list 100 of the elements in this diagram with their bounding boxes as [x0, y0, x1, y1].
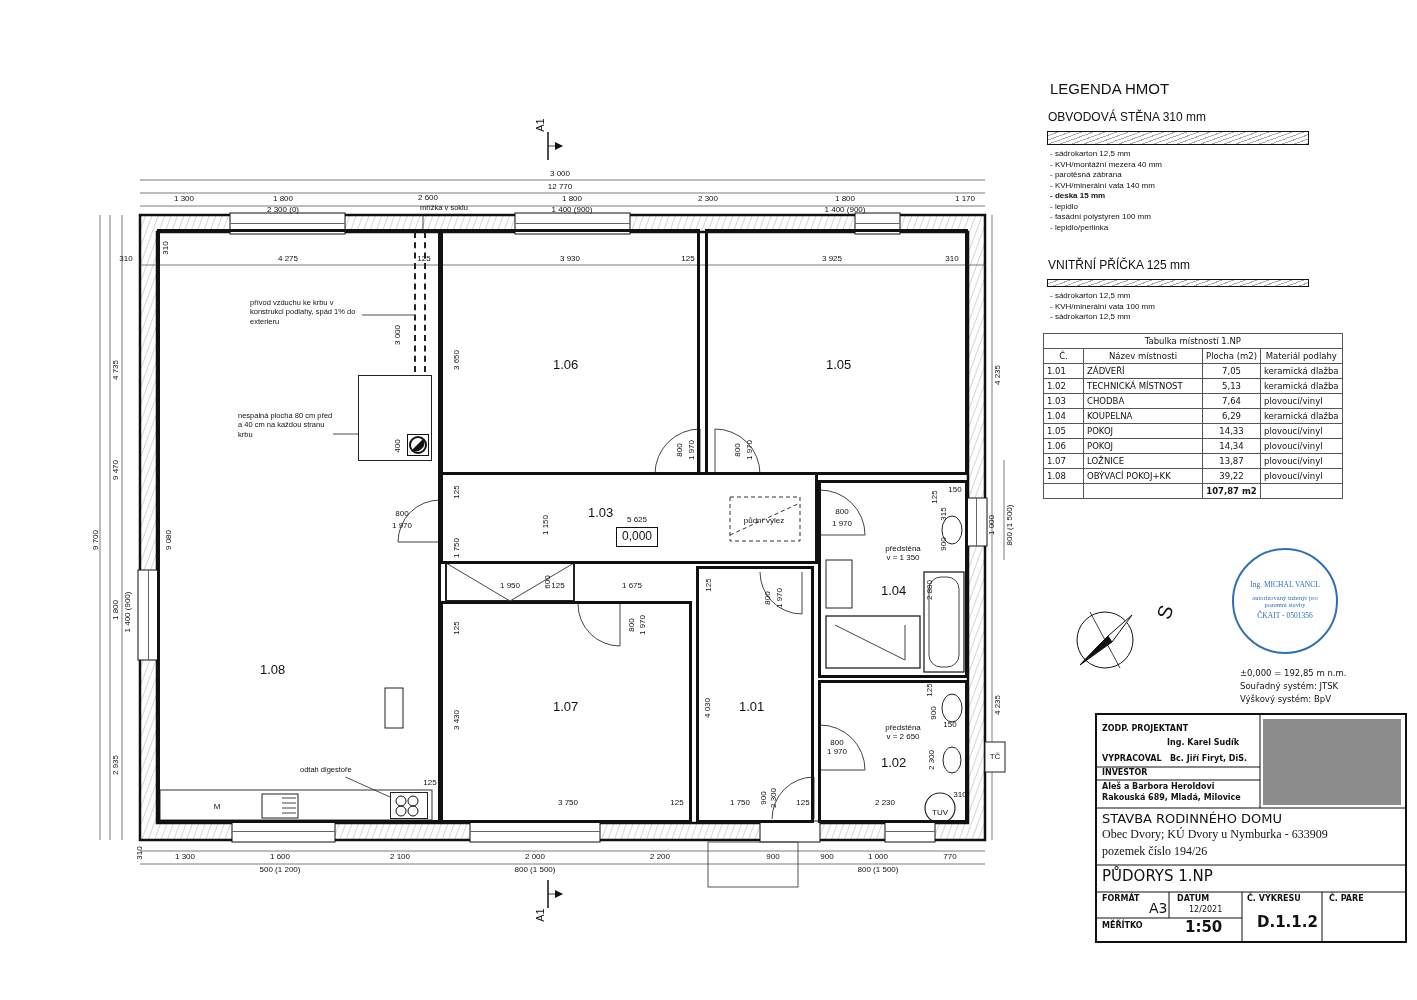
section-label: A1: [534, 908, 546, 922]
elevation-note: Výškový systém: BpV: [1240, 694, 1331, 704]
dimension-text: 310: [945, 255, 959, 263]
legend-label: OBVODOVÁ STĚNA 310 mm: [1048, 110, 1207, 124]
room-number: 1.04: [881, 583, 907, 598]
table-cell: 39,22: [1202, 468, 1261, 484]
dimension-text: 1 600: [270, 853, 290, 861]
table-cell: 1.02: [1043, 378, 1084, 394]
field-value: Rakouská 689, Mladá, Milovice: [1102, 794, 1241, 803]
hearth-area-outline: [358, 375, 432, 461]
dimension-text: 1 970: [639, 615, 647, 635]
dimension-text: 125: [931, 490, 939, 504]
table-cell: 107,87 m2: [1202, 483, 1261, 499]
field-value: Ing. Karel Sudík: [1167, 739, 1239, 748]
material-layer-text: - deska 15 mm: [1050, 191, 1106, 200]
dimension-text: 125: [453, 485, 461, 499]
room-outline: [696, 566, 814, 823]
room-number: 1.06: [553, 357, 579, 372]
dimension-text: 1 000: [988, 515, 996, 535]
leader-line: [332, 433, 359, 435]
table-cell: Č.: [1043, 348, 1084, 364]
room-outline: [440, 472, 818, 564]
dimension-text: 800: [734, 443, 742, 457]
wall-note: předstěna: [885, 545, 921, 553]
table-cell: ZÁDVEŘÍ: [1083, 363, 1203, 379]
dimension-text: 1 400 (900): [824, 206, 866, 214]
dimension-text: 1 170: [955, 195, 975, 203]
dimension-text: 125: [551, 582, 565, 590]
table-cell: 1.04: [1043, 408, 1084, 424]
table-cell: keramická dlažba: [1260, 378, 1343, 394]
dimension-text: 4 235: [994, 365, 1002, 385]
dimension-text: 1 675: [622, 582, 642, 590]
dimension-text: 800: [764, 591, 772, 605]
room-number: 1.07: [553, 699, 579, 714]
table-cell: 7,05: [1202, 363, 1261, 379]
room-number: 1.01: [739, 699, 765, 714]
wall-note: v = 2 650: [886, 733, 920, 741]
dimension-text: 2 935: [112, 755, 120, 775]
dimension-text: 3 750: [558, 799, 578, 807]
elevation-note: ±0,000 = 192,85 m n.m.: [1240, 668, 1347, 678]
leader-line: [361, 314, 415, 316]
table-cell: POKOJ: [1083, 423, 1203, 439]
dimension-text: 310: [136, 846, 144, 860]
dimension-text: 1 970: [392, 522, 412, 530]
dimension-text: 1 970: [776, 588, 784, 608]
appliance-label: M: [213, 803, 221, 811]
dimension-text: 900: [766, 853, 780, 861]
legend-heading: LEGENDA HMOT: [1050, 80, 1170, 97]
room-outline: [440, 601, 692, 823]
dimension-text: 150: [948, 486, 962, 494]
table-cell: 7,64: [1202, 393, 1261, 409]
table-cell: 1.05: [1043, 423, 1084, 439]
room-number: 1.08: [260, 662, 286, 677]
table-cell: 1.06: [1043, 438, 1084, 454]
field-value: 1:50: [1185, 919, 1223, 936]
dimension-text: 1 800: [112, 600, 120, 620]
leader-line: [422, 213, 424, 233]
dimension-text: 1 000: [868, 853, 888, 861]
dimension-text: 1 400 (900): [551, 206, 593, 214]
drawing-title: PŮDORYS 1.NP: [1102, 868, 1213, 885]
dimension-text: 1 970: [688, 440, 696, 460]
table-cell: plovoucí/vinyl: [1260, 423, 1343, 439]
dimension-text: 800 (1 500): [514, 866, 556, 874]
elevation-tag: 0,000: [616, 527, 658, 547]
dimension-text: 2 100: [390, 853, 410, 861]
material-layer-text: - KVH/montážní mezera 40 mm: [1050, 159, 1163, 169]
dimension-text: 2 200: [650, 853, 670, 861]
project-title: STAVBA RODINNÉHO DOMU: [1102, 812, 1282, 827]
dimension-text: 3 925: [822, 255, 842, 263]
dimension-text: 4 275: [278, 255, 298, 263]
material-layer-text: - sádrokarton 12,5 mm: [1050, 312, 1131, 321]
material-layer-text: - parotěsná zábrana: [1050, 170, 1122, 179]
wall-note: předstěna: [885, 724, 921, 732]
wall-note: v = 1 350: [886, 554, 920, 562]
table-cell: keramická dlažba: [1260, 363, 1343, 379]
dimension-text: 125: [417, 255, 431, 263]
dimension-text: 800: [830, 739, 844, 747]
dimension-text: 3 000: [550, 170, 570, 178]
dimension-text: 2 300: [698, 195, 718, 203]
dimension-text: 800: [395, 510, 409, 518]
dimension-text: 2 300: [770, 788, 778, 808]
dimension-text: 1 750: [730, 799, 750, 807]
table-cell: OBÝVACÍ POKOJ+KK: [1083, 468, 1203, 484]
field-label: ZODP. PROJEKTANT: [1102, 725, 1189, 734]
dimension-text: 800: [676, 443, 684, 457]
dimension-text: 150: [943, 721, 957, 729]
dimension-text: 800: [835, 508, 849, 516]
dimension-text: 900: [930, 706, 938, 720]
material-layer-text: - fasádní polystyren 100 mm: [1050, 212, 1151, 221]
dimension-text: 9 700: [92, 530, 100, 550]
dimension-text: 310: [162, 241, 170, 255]
dimension-text: 1 300: [174, 195, 194, 203]
field-label: DATUM: [1177, 895, 1210, 904]
table-cell: plovoucí/vinyl: [1260, 453, 1343, 469]
dimension-text: 125: [670, 799, 684, 807]
dimension-text: 3 650: [453, 350, 461, 370]
dimension-text: 1 970: [827, 748, 847, 756]
material-layer-text: - lepidlo/perlinka: [1050, 222, 1109, 232]
dimension-text: 2 000: [525, 853, 545, 861]
table-cell: 14,33: [1202, 423, 1261, 439]
